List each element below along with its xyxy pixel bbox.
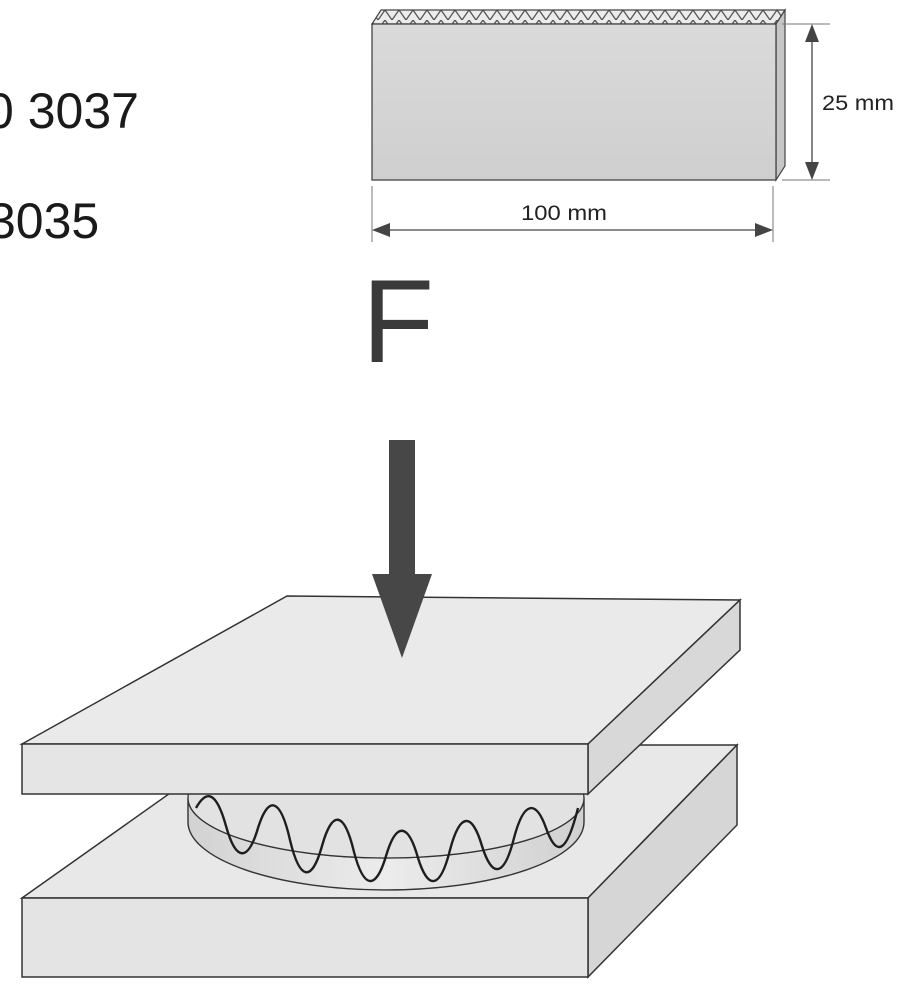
standard-label-1: 0 3037: [0, 83, 139, 139]
specimen-block: [370, 7, 787, 183]
double-arrow-icon: [805, 24, 819, 42]
bottom-plate-front: [21, 897, 589, 978]
width-label: 100 mm: [521, 202, 607, 225]
specimen-front-face: [371, 23, 777, 181]
down-arrow-icon: [372, 440, 432, 658]
specimen-side-face: [775, 7, 786, 183]
top-plate: [19, 595, 742, 796]
specimen-top-flutes: [370, 9, 787, 25]
top-plate-front: [21, 743, 589, 795]
ring-flute-wave: [194, 795, 580, 883]
double-arrow-icon: [372, 223, 390, 237]
height-dimension: [782, 23, 830, 181]
height-label: 25 mm: [822, 92, 894, 115]
force-label: F: [362, 256, 434, 388]
width-dimension: [371, 186, 774, 242]
standard-label-2: 3035: [0, 193, 99, 249]
